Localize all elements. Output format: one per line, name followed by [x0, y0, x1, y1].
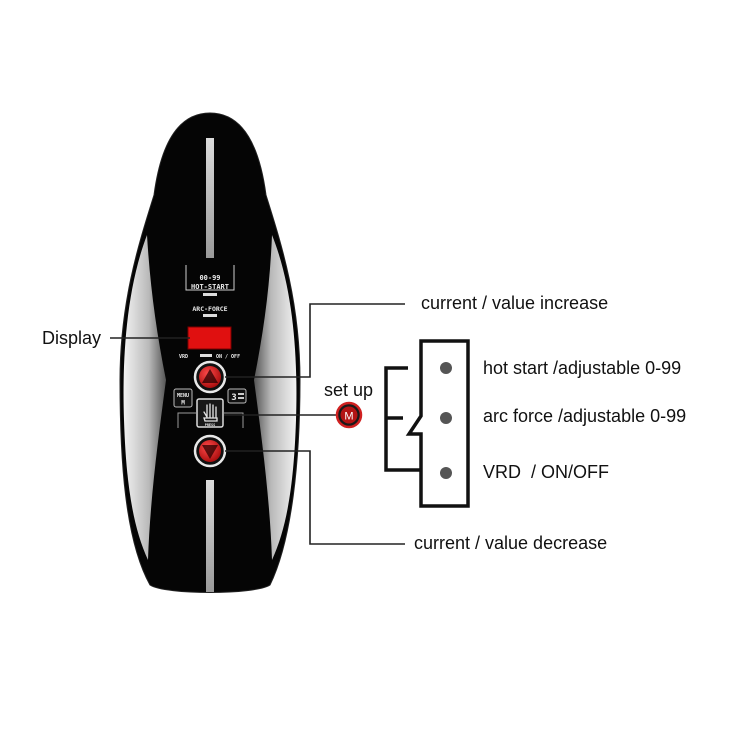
- option-dot-hot-start: [440, 362, 452, 374]
- callout-lines: [110, 303, 405, 545]
- mode-button[interactable]: 3: [227, 388, 247, 404]
- menu-button[interactable]: MENU M: [173, 388, 193, 408]
- right-silver-trim: [254, 235, 297, 560]
- setup-m-label: M: [344, 411, 353, 423]
- press-button[interactable]: PRESS: [196, 398, 224, 428]
- option-vrd-label: VRD / ON/OFF: [483, 462, 609, 482]
- increase-button[interactable]: [193, 360, 227, 394]
- setup-m-button[interactable]: M: [335, 401, 363, 429]
- option-hot-start-label: hot start /adjustable 0-99: [483, 358, 682, 378]
- vrd-indicator: [200, 354, 212, 357]
- increase-label: current / value increase: [421, 293, 609, 313]
- up-arrow-icon: [202, 369, 218, 383]
- down-arrow-icon: [202, 445, 218, 459]
- arc-force-label: ARC-FORCE: [192, 305, 227, 313]
- setup-label: set up: [324, 380, 374, 400]
- option-dot-vrd: [440, 467, 452, 479]
- display-screen: [187, 326, 232, 350]
- hot-start-indicator: [203, 293, 217, 296]
- vrd-label: VRD: [179, 354, 188, 360]
- panel-hot-start-label: HOT-START: [191, 283, 229, 291]
- top-stripe: [206, 138, 214, 258]
- panel-body: [119, 112, 301, 593]
- menu-options-box: [384, 339, 470, 508]
- option-dot-arc-force: [440, 412, 452, 424]
- menu-m-label: M: [181, 400, 185, 407]
- press-label: PRESS: [205, 423, 216, 427]
- hot-start-panel: 00-99 HOT-START ARC-FORCE: [185, 265, 235, 317]
- options-box-outline: [405, 339, 470, 508]
- option-arc-force-label: arc force /adjustable 0-99: [483, 406, 687, 426]
- bottom-stripe: [206, 480, 214, 592]
- increase-callout-line: [225, 303, 405, 378]
- menu-label: MENU: [177, 393, 189, 399]
- options-left-bracket: [384, 366, 422, 472]
- press-bracket: [177, 412, 244, 428]
- decrease-button[interactable]: [193, 434, 227, 468]
- mode-label: 3: [231, 393, 236, 403]
- hand-press-icon: [203, 403, 218, 422]
- arc-force-indicator: [203, 314, 217, 317]
- decrease-callout-line: [225, 450, 405, 545]
- on-off-label: ON / OFF: [216, 354, 240, 360]
- left-silver-trim: [123, 235, 166, 560]
- display-label: Display: [42, 328, 102, 348]
- control-panel: 00-99 HOT-START ARC-FORCE VRD ON / OFF M…: [119, 112, 301, 593]
- panel-range-label: 00-99: [199, 274, 220, 282]
- decrease-label: current / value decrease: [414, 533, 608, 553]
